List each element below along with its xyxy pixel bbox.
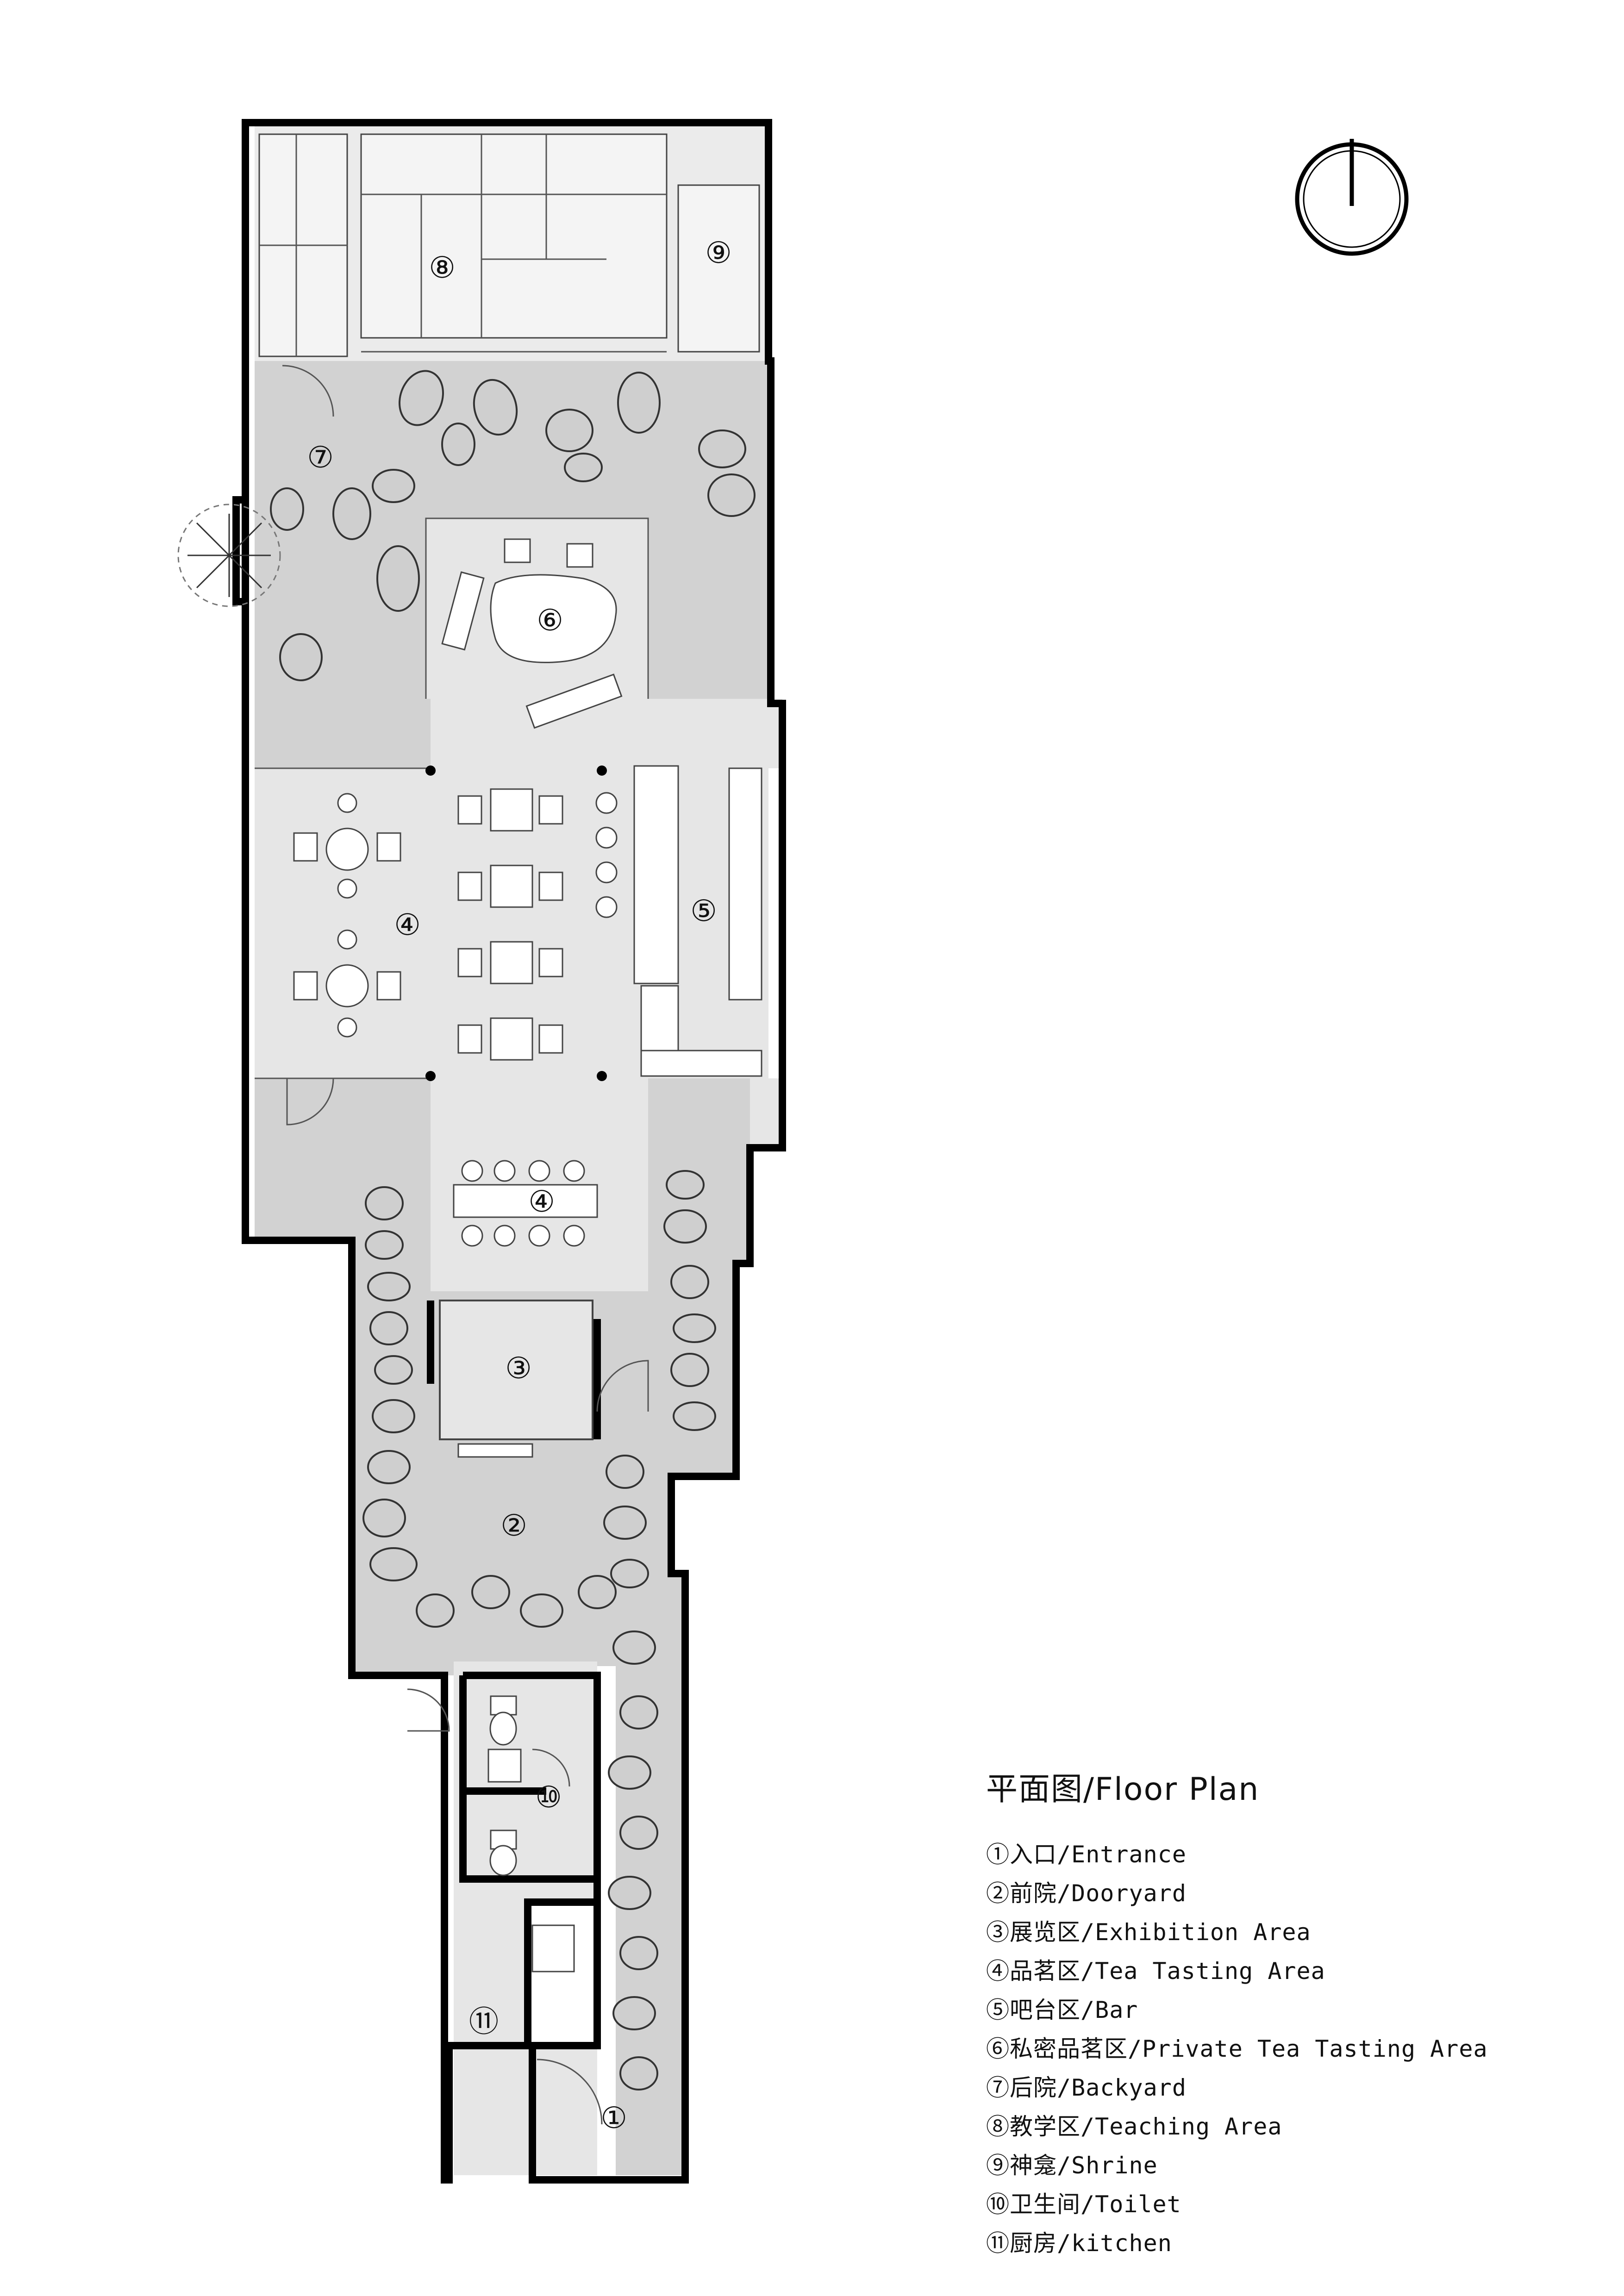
toilet-floor (468, 1680, 583, 1879)
kitchen-room-wall (524, 1898, 601, 2049)
backyard-notch-wall (232, 496, 245, 605)
private-room-wall (425, 517, 649, 699)
zone-label-tea-main: ④ (394, 908, 420, 942)
legend-item: ⑦后院/Backyard (986, 2074, 1187, 2101)
legend-item: ⑩卫生间/Toilet (986, 2191, 1181, 2218)
zone-label-exhibition: ③ (505, 1351, 531, 1386)
walls (232, 119, 786, 2184)
zone-label-dooryard: ② (500, 1509, 527, 1543)
private-tea-furniture (441, 538, 623, 729)
exterior-wall (242, 119, 786, 2184)
exhibition-outline (439, 1300, 593, 1440)
legend-item: ⑥私密品茗区/Private Tea Tasting Area (986, 2035, 1488, 2062)
column (597, 1071, 607, 1081)
tea-hall-furniture (293, 765, 762, 1458)
zone-label-shrine: ⑨ (705, 236, 731, 270)
toilet-fixtures (487, 1695, 575, 1972)
exhibition-wall (427, 1300, 601, 1439)
exhibition-floor (440, 1300, 593, 1439)
teaching-furniture (258, 133, 760, 357)
toilet-wall (459, 1672, 601, 1907)
legend-list: ①入口/Entrance ②前院/Dooryard ③展览区/Exhibitio… (986, 1835, 1565, 2263)
column (597, 765, 607, 776)
zone-label-teaching: ⑧ (429, 251, 455, 285)
column (425, 1071, 436, 1081)
zone-labels: ① ② ③ ④ ④ ⑤ ⑥ ⑦ ⑧ ⑨ ⑩ ⑪ (307, 236, 731, 2135)
legend-item: ⑨神龛/Shrine (986, 2152, 1158, 2179)
zone-label-backyard: ⑦ (307, 441, 333, 475)
zone-label-bar: ⑤ (690, 894, 717, 928)
legend: 平面图/Floor Plan ①入口/Entrance ②前院/Dooryard… (986, 1763, 1565, 2263)
doors (282, 365, 649, 2125)
legend-item: ④品茗区/Tea Tasting Area (986, 1958, 1325, 1985)
legend-item: ⑤吧台区/Bar (986, 1997, 1138, 2023)
legend-item: ①入口/Entrance (986, 1841, 1187, 1868)
zone-label-tea-annex: ④ (528, 1185, 555, 1219)
legend-item: ③展览区/Exhibition Area (986, 1919, 1311, 1946)
zone-label-private-tea: ⑥ (537, 604, 563, 638)
backyard-floor (255, 361, 768, 768)
north-arrow-icon (1295, 139, 1409, 256)
legend-item: ②前院/Dooryard (986, 1880, 1187, 1907)
zone-label-kitchen: ⑪ (469, 2005, 499, 2039)
column (425, 765, 436, 776)
zone-label-toilet: ⑩ (535, 1780, 562, 1815)
legend-title: 平面图/Floor Plan (986, 1771, 1260, 1808)
stepping-stones (270, 370, 756, 2091)
tree-icon (177, 504, 281, 607)
legend-item: ⑪厨房/kitchen (986, 2230, 1172, 2257)
zone-label-entrance: ① (600, 2101, 627, 2135)
floor-fills (255, 125, 782, 2175)
legend-item: ⑧教学区/Teaching Area (986, 2113, 1282, 2140)
